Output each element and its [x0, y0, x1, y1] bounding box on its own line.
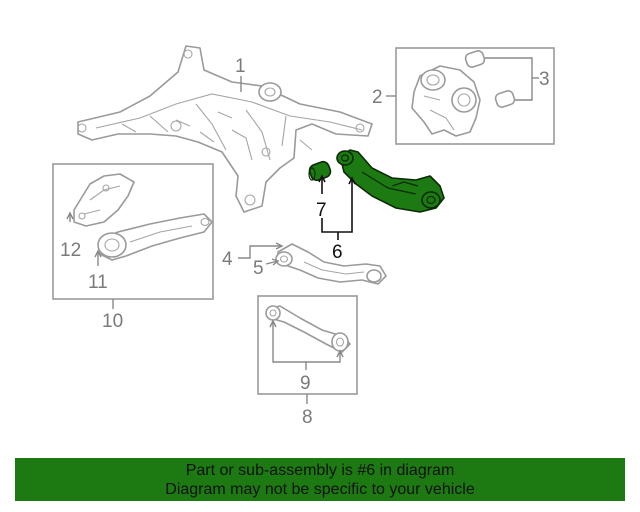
- knuckle-part-2[interactable]: [411, 65, 481, 137]
- callout-10: 10: [102, 311, 123, 332]
- callout-3: 3: [539, 69, 550, 90]
- leader-line-6: [321, 178, 353, 233]
- callout-2: 2: [372, 87, 383, 108]
- leader-arrow-9b: [336, 349, 344, 358]
- leader-arrow-11: [94, 249, 102, 258]
- bushing-part-5[interactable]: [275, 251, 293, 267]
- leader-arrow-6: [348, 176, 356, 185]
- callout-12: 12: [60, 240, 81, 261]
- leader-arrow-9a: [269, 319, 277, 328]
- banner-part-notice: Part or sub-assembly is #6 in diagram: [185, 461, 455, 479]
- banner-disclaimer: Diagram may not be specific to your vehi…: [165, 480, 475, 498]
- upper-control-arm-part-6[interactable]: [336, 149, 445, 213]
- callout-1: 1: [235, 56, 246, 77]
- box-trailing-arm-assembly: [52, 163, 214, 300]
- callout-8: 8: [302, 407, 313, 428]
- leader-line-5: [265, 260, 279, 265]
- lateral-link-part-9[interactable]: [265, 305, 351, 353]
- callout-4: 4: [222, 249, 233, 270]
- callout-9: 9: [300, 373, 311, 394]
- callout-11: 11: [88, 272, 108, 293]
- leader-line-3: [485, 57, 533, 101]
- callout-5: 5: [253, 258, 264, 279]
- trailing-arm-part-11[interactable]: [97, 213, 213, 261]
- leader-line-4: [238, 245, 282, 259]
- info-banner: Part or sub-assembly is #6 in diagram Di…: [15, 458, 625, 501]
- leader-arrow-12: [66, 211, 74, 220]
- leader-arrow-4: [275, 242, 284, 250]
- subframe-part-1[interactable]: [77, 45, 373, 213]
- leader-arrow-7: [318, 174, 326, 183]
- leader-arrow-5: [271, 258, 280, 266]
- lower-link-part-4[interactable]: [277, 243, 387, 285]
- bracket-part-12[interactable]: [73, 173, 135, 227]
- callout-6: 6: [332, 242, 343, 263]
- bushing-part-3[interactable]: [464, 50, 516, 109]
- callout-7: 7: [316, 200, 327, 221]
